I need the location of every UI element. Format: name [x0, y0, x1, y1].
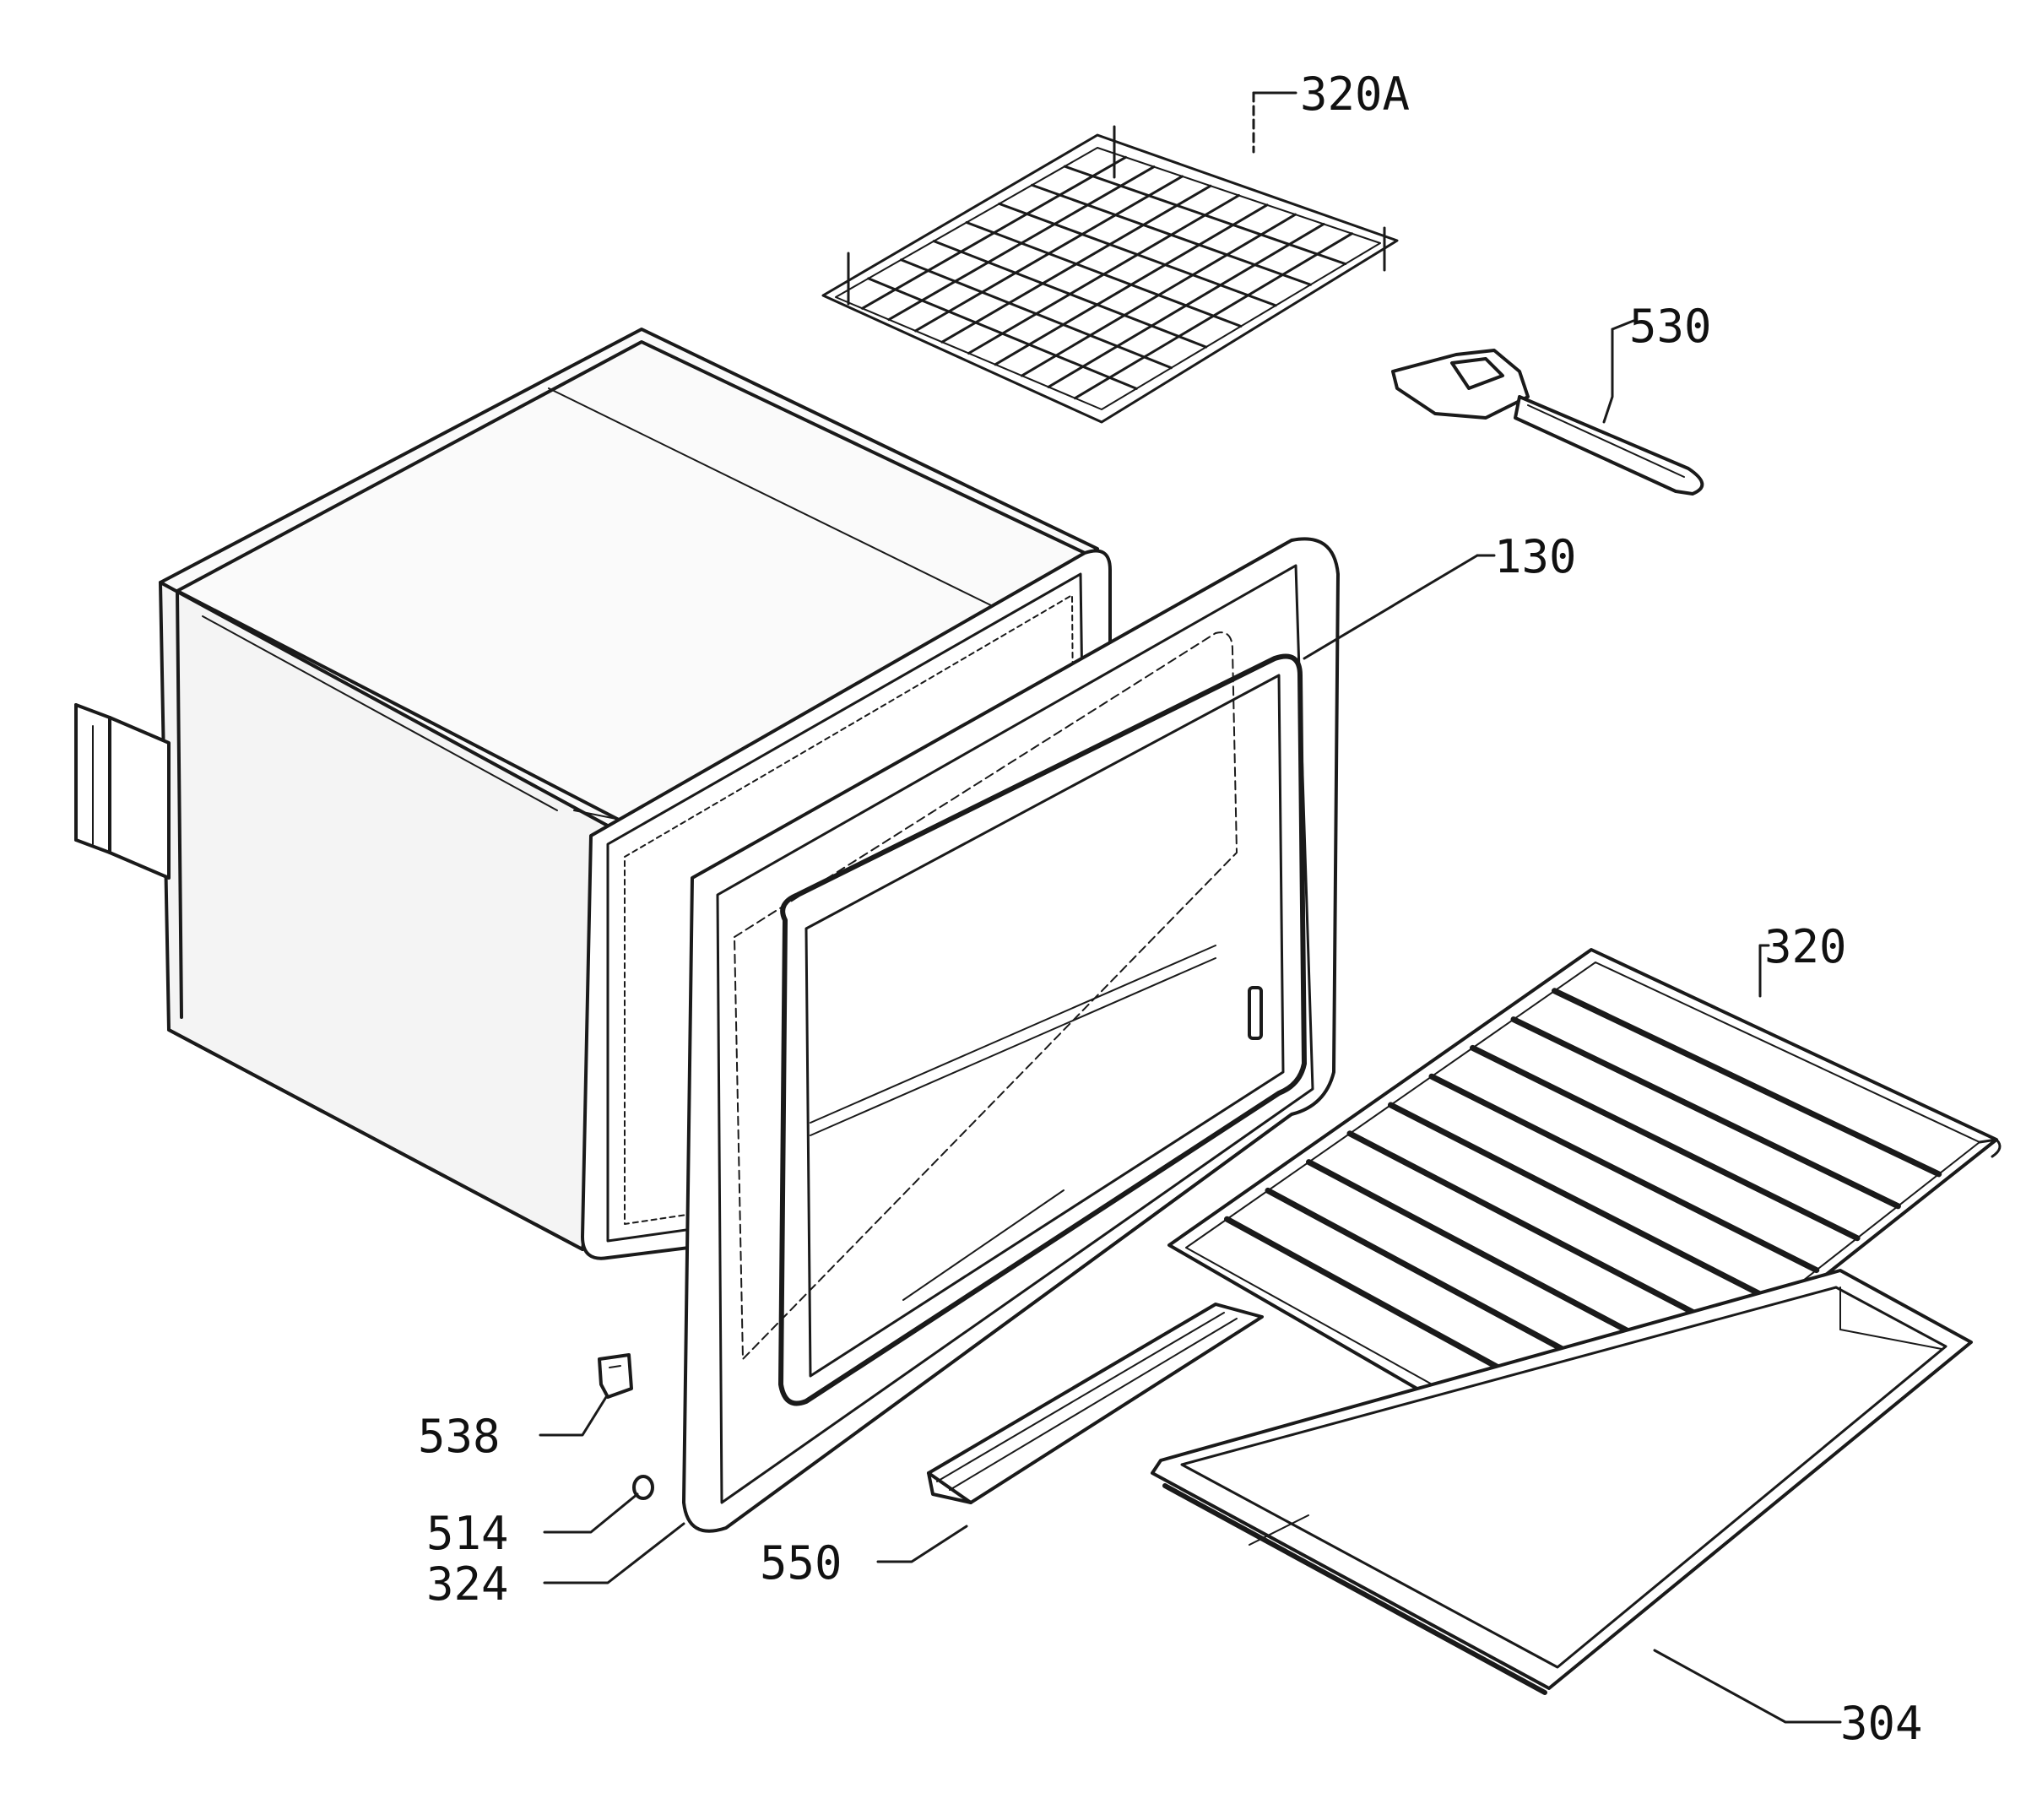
- grid-wire: [1074, 232, 1353, 400]
- drip-tray: [1151, 1269, 1973, 1695]
- grid-wire: [994, 203, 1269, 366]
- grid-wire: [967, 194, 1240, 355]
- label-530: 530: [1629, 300, 1712, 353]
- grid-wire: [887, 165, 1156, 322]
- screw: [632, 1475, 654, 1500]
- shelf-bar: [1428, 1073, 1820, 1274]
- wire-grid-small: [821, 125, 1399, 424]
- label-320A: 320A: [1300, 68, 1410, 121]
- label-130: 130: [1494, 530, 1577, 583]
- shelf-bar: [1346, 1130, 1738, 1337]
- label-514: 514: [426, 1507, 509, 1560]
- callout-labels: 320A 530 130 320 538 514 324 550 304: [418, 68, 1923, 1750]
- grid-wire: [861, 155, 1127, 310]
- label-304: 304: [1840, 1697, 1923, 1750]
- grid-wire: [914, 175, 1184, 333]
- label-550: 550: [760, 1536, 842, 1590]
- clip: [598, 1353, 633, 1399]
- door-frame: [682, 537, 1340, 1533]
- label-324: 324: [426, 1557, 509, 1611]
- side-rail: [927, 1303, 1264, 1504]
- grid-wire: [1047, 222, 1325, 388]
- shelf-bar: [1388, 1102, 1779, 1305]
- shelf-bar: [1510, 1016, 1901, 1210]
- grid-wire: [1021, 213, 1297, 377]
- handle: [1391, 349, 1704, 496]
- label-538: 538: [418, 1410, 501, 1463]
- label-320: 320: [1764, 920, 1847, 973]
- shelf-bar: [1552, 988, 1942, 1178]
- leader-lines: [539, 91, 1842, 1724]
- grid-wire: [940, 184, 1212, 344]
- shelf-bar: [1470, 1044, 1861, 1242]
